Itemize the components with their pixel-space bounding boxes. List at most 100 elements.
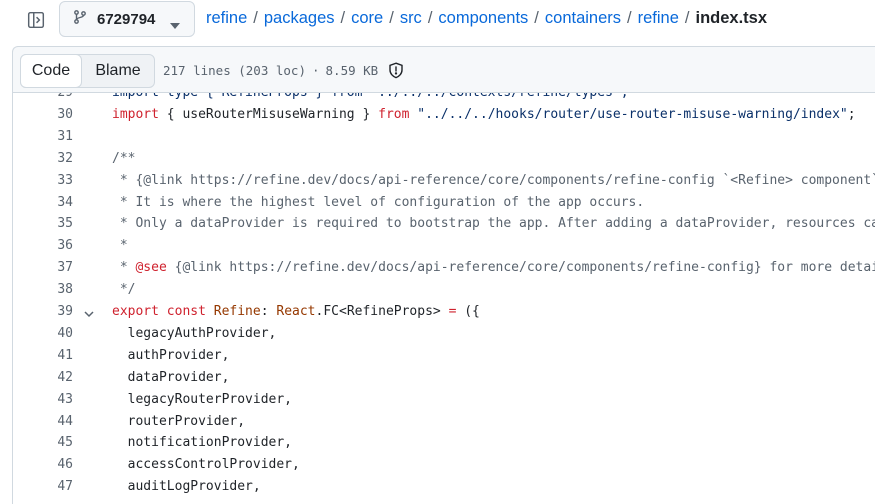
code-text: /** — [112, 148, 135, 170]
code-token: routerProvider, — [112, 413, 246, 429]
code-token: import — [112, 106, 159, 122]
breadcrumb-link-packages[interactable]: packages — [263, 9, 335, 27]
line-number[interactable]: 45 — [57, 435, 73, 451]
code-token — [206, 304, 214, 319]
line-number[interactable]: 40 — [57, 325, 73, 341]
line-number[interactable]: 38 — [57, 282, 73, 298]
code-token: { useRouterMisuseWarning } — [158, 106, 379, 122]
breadcrumb-link-containers[interactable]: containers — [544, 9, 622, 27]
code-line: 39 export const Refine: React.FC<RefinePr… — [13, 301, 875, 323]
code-line: 46 accessControlProvider, — [13, 454, 875, 476]
code-token: @see — [135, 260, 167, 276]
code-view: 29 import type { RefineProps } from "../.… — [12, 93, 875, 504]
code-token: notificationProvider, — [112, 435, 293, 451]
line-number[interactable]: 36 — [57, 238, 73, 254]
code-token: Refine — [213, 304, 261, 319]
tab-code[interactable]: Code — [20, 54, 82, 88]
code-line: 40 legacyAuthProvider, — [13, 323, 875, 345]
line-number[interactable]: 29 — [13, 93, 73, 104]
code-line: 32 /** — [13, 148, 875, 170]
code-token: authProvider, — [112, 347, 230, 363]
breadcrumb-separator: / — [253, 9, 258, 27]
code-token: "../../../hooks/router/use-router-misuse… — [409, 106, 848, 122]
breadcrumb-link-components[interactable]: components — [438, 9, 529, 27]
code-token: = — [448, 304, 457, 319]
breadcrumb-separator: / — [340, 9, 346, 27]
code-token: .FC<RefineProps> — [315, 304, 449, 319]
code-line: 47 auditLogProvider, — [13, 476, 875, 498]
breadcrumb-separator: / — [684, 9, 690, 27]
line-number[interactable]: 35 — [57, 216, 73, 232]
line-number[interactable]: 31 — [57, 128, 73, 144]
code-token: auditLogProvider, — [112, 479, 261, 495]
code-line: 36 * — [13, 235, 875, 257]
code-text: auditLogProvider, — [112, 476, 261, 498]
code-token: React — [276, 304, 316, 319]
breadcrumb-separator: / — [389, 9, 394, 27]
line-number[interactable]: 44 — [57, 413, 73, 429]
git-branch-icon — [72, 9, 88, 30]
code-text: authProvider, — [112, 345, 230, 367]
code-text: * — [112, 235, 128, 257]
code-token: * {@link https://refine.dev/docs/api-ref… — [112, 172, 875, 188]
code-text: export const Refine: React.FC<RefineProp… — [112, 301, 480, 323]
top-bar: 6729794 refine / packages / core / src / com… — [0, 0, 875, 40]
code-token: ({ — [456, 304, 480, 319]
line-count: 217 lines (203 loc) — [163, 63, 306, 78]
code-line: 29 import type { RefineProps } from "../.… — [13, 93, 875, 104]
line-number[interactable]: 30 — [57, 106, 73, 122]
code-line: 37 * @see {@link https://refine.dev/docs… — [13, 257, 875, 279]
tab-blame[interactable]: Blame — [95, 62, 141, 79]
code-token: ; — [847, 106, 856, 122]
line-number[interactable]: 32 — [57, 150, 73, 166]
file-size: 8.59 KB — [325, 63, 379, 78]
file-toolbar: Code Blame 217 lines (203 loc) · 8.59 KB — [12, 46, 875, 93]
triangle-down-icon — [170, 16, 180, 34]
code-line: 34 * It is where the highest level of co… — [13, 192, 875, 214]
breadcrumb-link-refine[interactable]: refine — [637, 9, 679, 27]
file-info: 217 lines (203 loc) · 8.59 KB — [163, 62, 404, 79]
code-text: legacyRouterProvider, — [112, 389, 292, 411]
line-number[interactable]: 33 — [57, 172, 73, 188]
line-number[interactable]: 43 — [57, 391, 73, 407]
code-token: * It is where the highest level of confi… — [112, 194, 645, 210]
line-number[interactable]: 41 — [57, 347, 73, 363]
breadcrumb-link-core[interactable]: core — [351, 9, 384, 27]
line-number[interactable]: 34 — [57, 194, 73, 210]
code-text: * It is where the highest level of confi… — [112, 192, 644, 214]
code-line: 33 * {@link https://refine.dev/docs/api-… — [13, 170, 875, 192]
code-text: accessControlProvider, — [112, 454, 300, 476]
breadcrumb-link-src[interactable]: src — [399, 9, 422, 27]
breadcrumb-separator: / — [627, 9, 632, 27]
code-line: 35 * Only a dataProvider is required to … — [13, 213, 875, 235]
code-line: 31 — [13, 126, 875, 148]
branch-selector-button[interactable]: 6729794 — [59, 1, 195, 37]
code-line: 43 legacyRouterProvider, — [13, 389, 875, 411]
current-file-name: index.tsx — [695, 9, 768, 27]
code-text: notificationProvider, — [112, 432, 292, 454]
code-token: legacyRouterProvider, — [112, 391, 293, 407]
code-line: 42 dataProvider, — [13, 367, 875, 389]
breadcrumb-link-repo[interactable]: refine — [206, 9, 248, 27]
line-number[interactable]: 46 — [57, 457, 73, 473]
shield-icon[interactable] — [388, 62, 404, 79]
line-number[interactable]: 37 — [57, 260, 73, 276]
code-token: : — [260, 304, 277, 319]
code-token: {@link https://refine.dev/docs/api-refer… — [166, 260, 875, 276]
code-text: routerProvider, — [112, 411, 245, 433]
code-text: import type { RefineProps } from "../../… — [112, 93, 629, 104]
line-number[interactable]: 42 — [57, 369, 73, 385]
line-number[interactable]: 47 — [57, 479, 73, 495]
code-line: 45 notificationProvider, — [13, 432, 875, 454]
code-text: * @see {@link https://refine.dev/docs/ap… — [112, 257, 875, 279]
code-line: 38 */ — [13, 279, 875, 301]
code-token: * — [112, 238, 128, 254]
line-number[interactable]: 39 — [57, 304, 73, 319]
breadcrumb-separator: / — [534, 9, 539, 27]
chevron-down-icon[interactable] — [83, 306, 95, 328]
code-token: import type { RefineProps } from "../../… — [112, 93, 629, 100]
code-line: 41 authProvider, — [13, 345, 875, 367]
sidebar-expand-icon[interactable] — [22, 7, 50, 33]
code-text: legacyAuthProvider, — [112, 323, 277, 345]
